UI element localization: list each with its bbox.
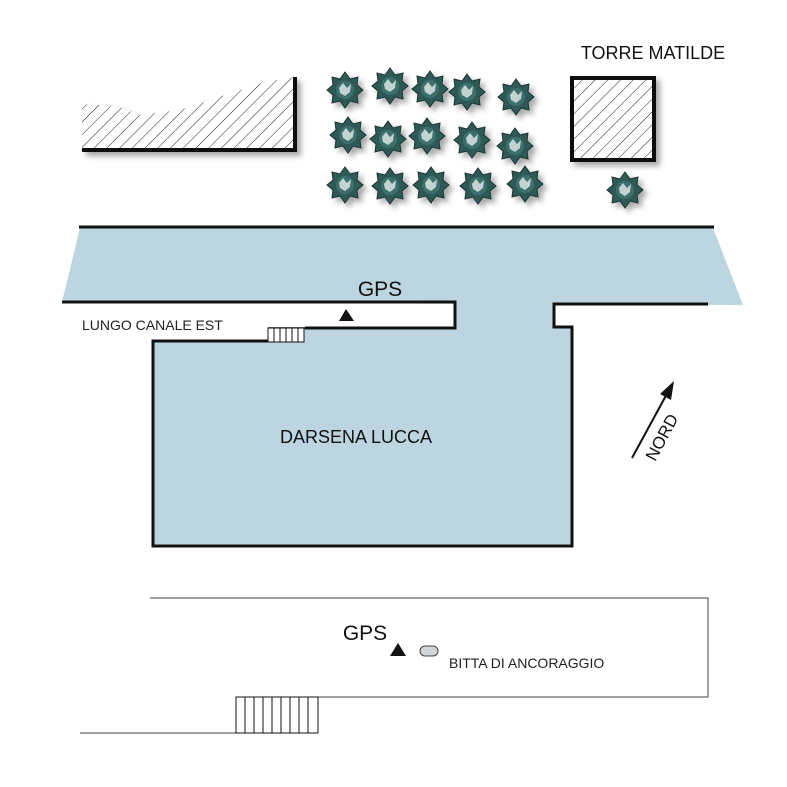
tree-icon: [411, 70, 449, 108]
tree-icon: [506, 165, 544, 203]
gps-north-marker-icon: [339, 309, 354, 321]
gps-south-label: GPS: [343, 622, 387, 645]
tree-icon: [412, 166, 450, 204]
darsena-basin: [62, 300, 708, 548]
building-northwest: [82, 77, 297, 152]
tree-icon: [371, 167, 409, 205]
quay-label: LUNGO CANALE EST: [82, 317, 223, 333]
bollard-label: BITTA DI ANCORAGGIO: [449, 655, 604, 671]
bollard-icon: [419, 645, 439, 657]
tree-icon: [408, 117, 446, 155]
south-quay: [80, 597, 709, 734]
tree-icon: [326, 71, 364, 109]
torre-matilde-label: TORRE MATILDE: [581, 43, 725, 63]
tree-icon: [329, 116, 367, 154]
tree-icon: [448, 73, 486, 111]
basin-label: DARSENA LUCCA: [280, 427, 432, 447]
tree-icon: [459, 167, 497, 205]
tree-icon: [496, 127, 534, 165]
tree-icon: [371, 67, 409, 105]
tree-icon: [369, 120, 407, 158]
tree-icon: [497, 78, 535, 116]
quay-steps: [267, 327, 305, 343]
north-arrow-label: NORD: [642, 411, 682, 464]
gps-north-label: GPS: [358, 278, 402, 301]
tree-icon: [606, 171, 644, 209]
south-steps: [235, 696, 319, 734]
canal: [62, 225, 743, 305]
gps-south-marker-icon: [390, 643, 406, 656]
tree-icon: [453, 121, 491, 159]
torre-matilde-building: [570, 76, 656, 162]
north-arrow-icon: NORD: [631, 381, 682, 464]
tree-icon: [326, 166, 364, 204]
